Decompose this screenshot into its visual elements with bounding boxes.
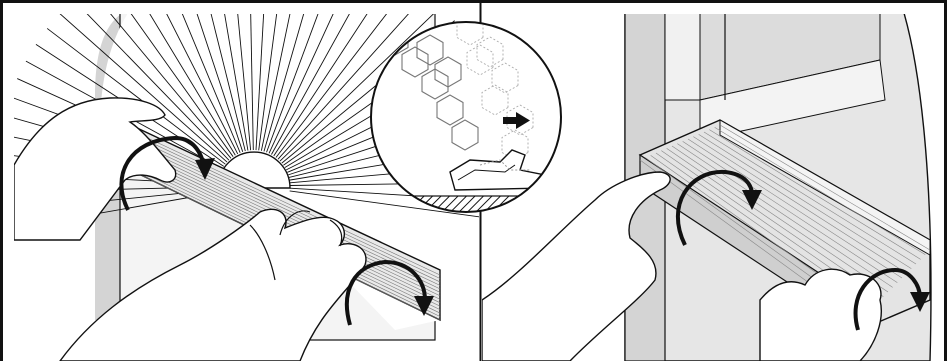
instruction-illustration	[0, 0, 947, 361]
